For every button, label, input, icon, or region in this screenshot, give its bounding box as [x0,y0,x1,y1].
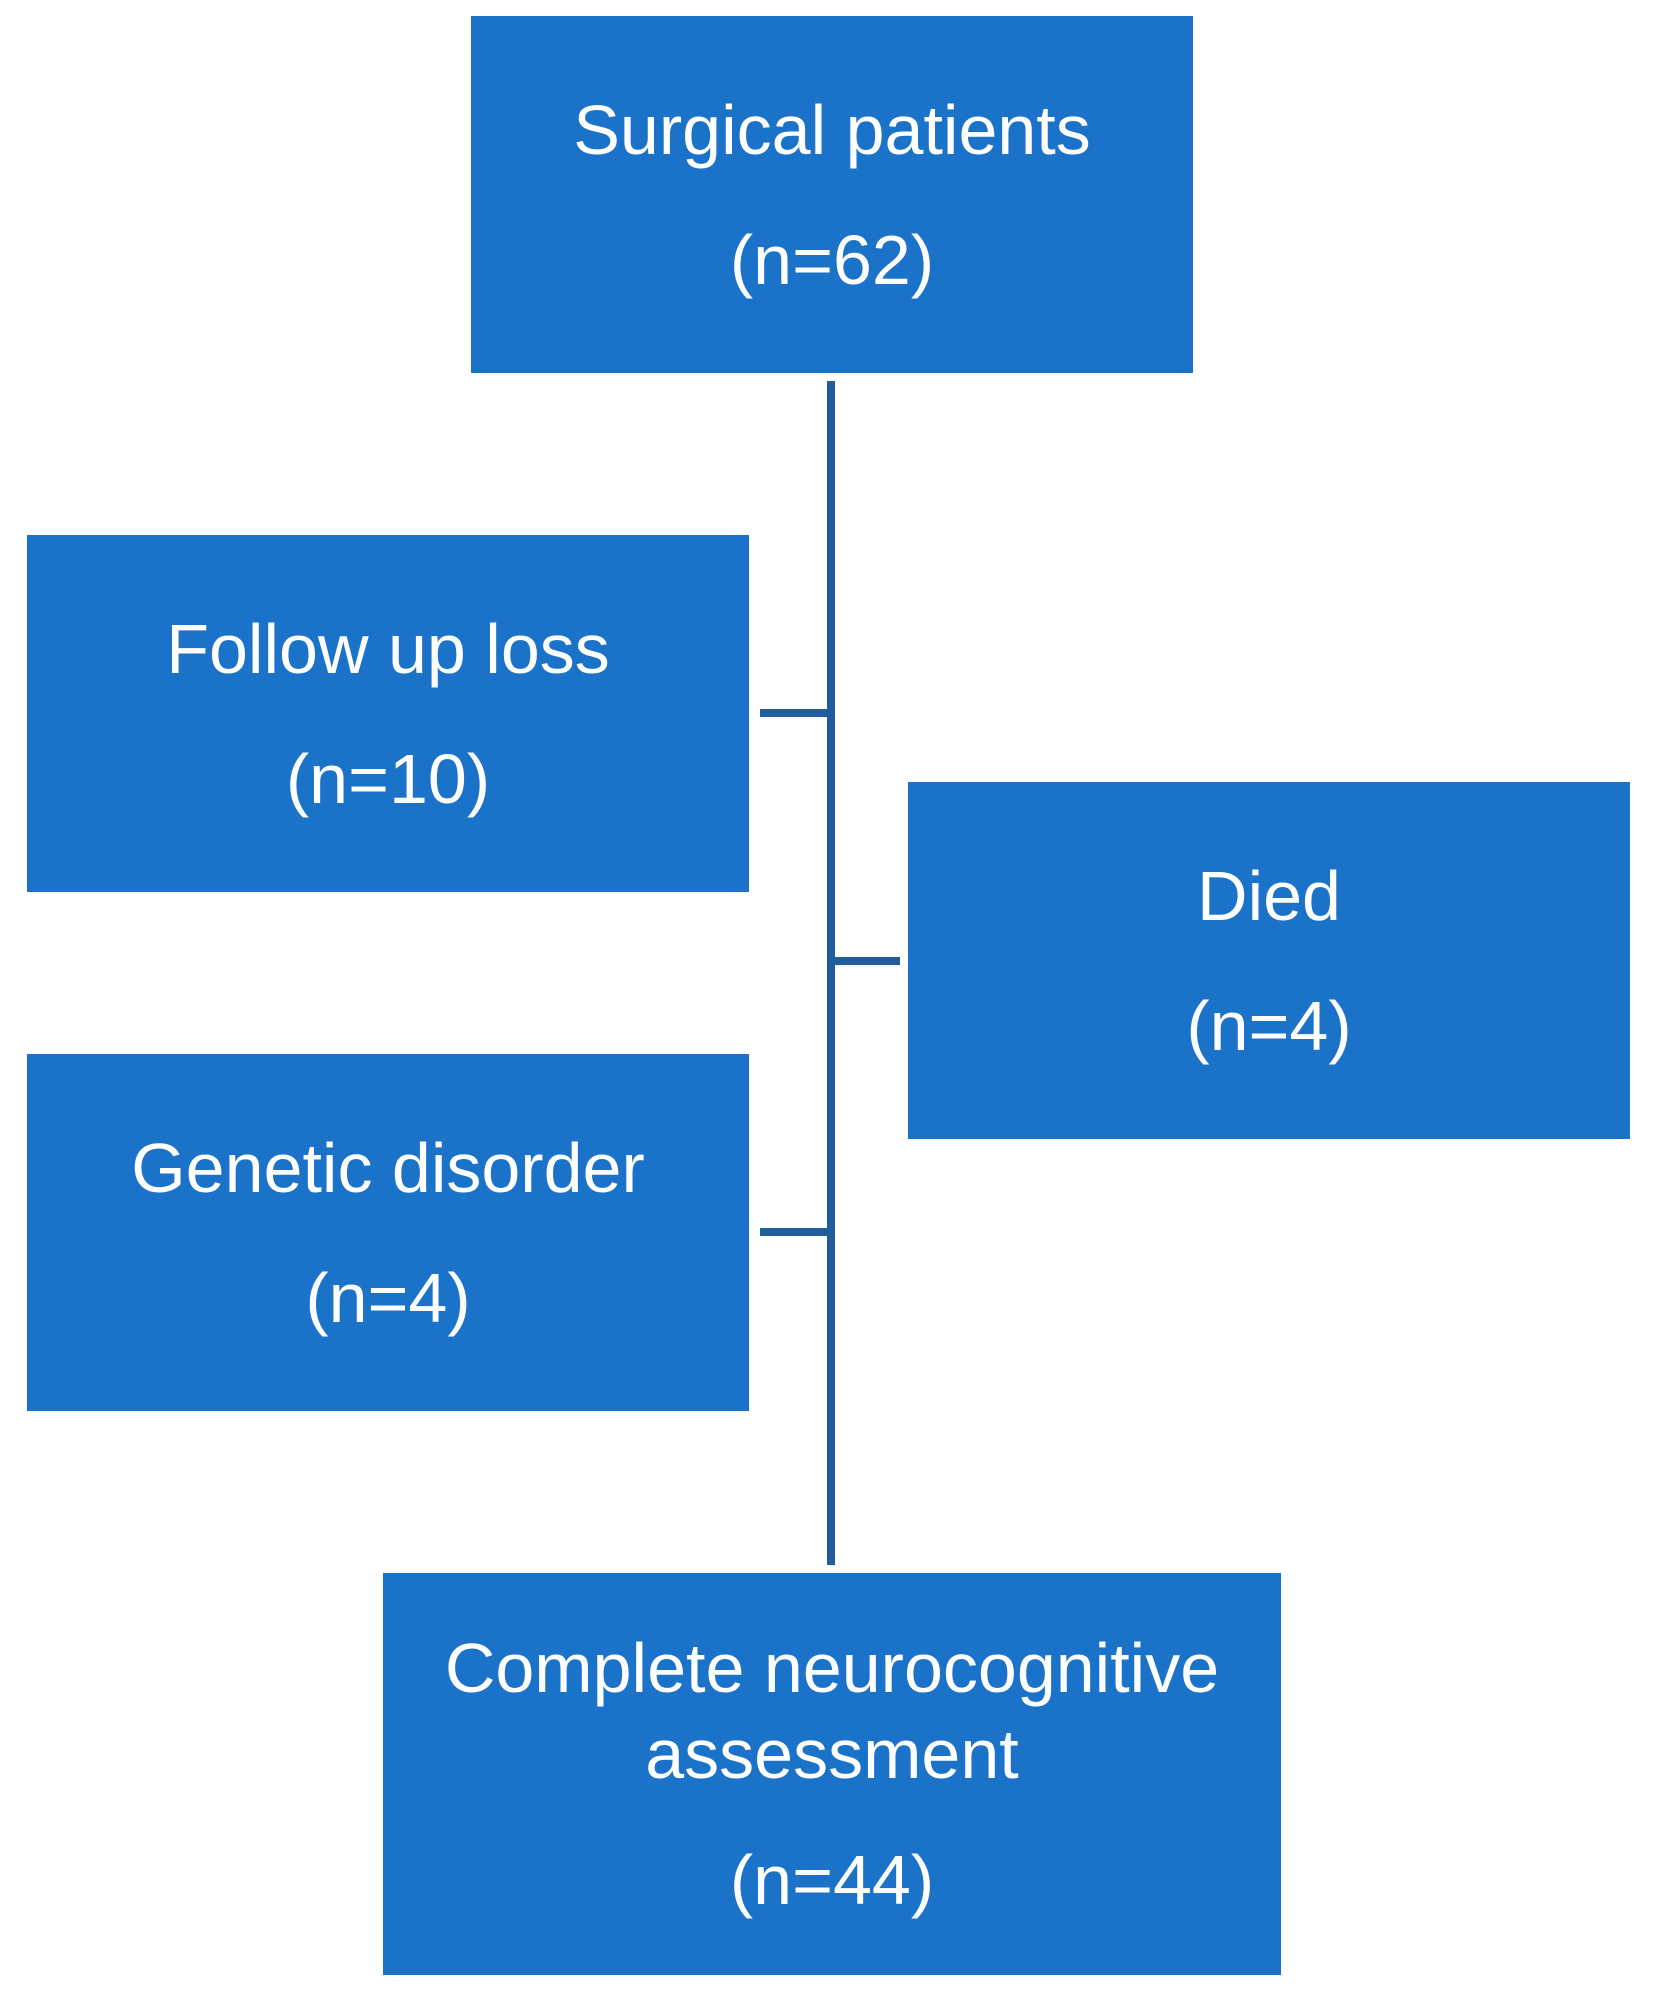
follow-up-loss-label: Follow up loss [166,609,610,688]
died-count: (n=4) [1186,986,1352,1065]
surgical-patients-label: Surgical patients [573,90,1091,169]
genetic-disorder-label: Genetic disorder [131,1128,645,1207]
genetic-disorder-count: (n=4) [305,1258,471,1337]
complete-assessment-count: (n=44) [729,1841,935,1919]
main-connector-line [827,381,835,1565]
genetic-disorder-box: Genetic disorder (n=4) [27,1054,749,1411]
follow-up-loss-connector [760,709,831,717]
genetic-disorder-connector [760,1228,831,1236]
follow-up-loss-count: (n=10) [285,739,491,818]
complete-assessment-box: Complete neurocognitive assessment (n=44… [383,1573,1281,1975]
surgical-patients-count: (n=62) [729,220,935,299]
complete-assessment-label-line1: Complete neurocognitive [444,1629,1220,1707]
complete-assessment-label-line2: assessment [645,1715,1019,1793]
died-box: Died (n=4) [908,782,1630,1139]
surgical-patients-box: Surgical patients (n=62) [471,16,1193,373]
died-label: Died [1197,856,1341,935]
died-connector [831,957,900,965]
follow-up-loss-box: Follow up loss (n=10) [27,535,749,892]
